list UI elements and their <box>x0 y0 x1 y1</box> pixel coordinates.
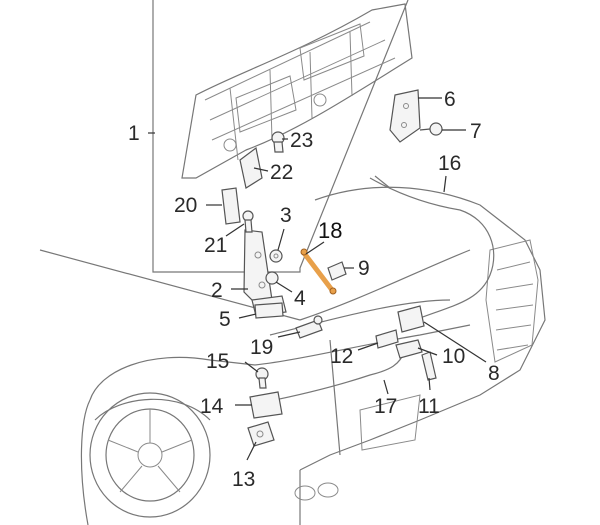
pin-19 <box>295 315 323 339</box>
bracket-6 <box>389 89 421 143</box>
label-part-16: 16 <box>438 152 461 175</box>
latch-plate-10 <box>395 339 423 359</box>
label-part-5: 5 <box>219 308 231 331</box>
bracket-14 <box>249 391 283 419</box>
bolt-4 <box>265 271 279 285</box>
bolt-7 <box>419 122 443 136</box>
label-part-20: 20 <box>174 194 197 217</box>
label-part-13: 13 <box>232 468 255 491</box>
hinge-bracket-20 <box>221 187 241 225</box>
nut-3 <box>269 249 283 263</box>
bolt-23 <box>271 131 285 153</box>
label-part-11: 11 <box>418 395 440 418</box>
label-part-22: 22 <box>270 161 293 184</box>
plug-9 <box>327 261 347 281</box>
label-part-12: 12 <box>330 345 353 368</box>
label-part-21: 21 <box>204 234 227 257</box>
bolt-21 <box>242 210 254 233</box>
label-part-19: 19 <box>250 336 273 359</box>
label-part-15: 15 <box>206 350 229 373</box>
bracket-11 <box>421 351 437 381</box>
clip-5 <box>254 302 284 319</box>
leader-lines <box>148 97 487 461</box>
latch-8 <box>397 305 425 333</box>
bolt-15 <box>255 367 269 389</box>
part-labels: 1 2 3 4 5 6 7 8 9 10 11 12 13 14 15 16 1… <box>128 88 500 491</box>
label-part-8: 8 <box>488 362 500 385</box>
label-part-9: 9 <box>358 257 370 280</box>
label-part-2: 2 <box>211 279 223 302</box>
car-body <box>39 186 546 525</box>
label-part-10: 10 <box>442 345 465 368</box>
striker-12 <box>375 329 399 349</box>
label-part-6: 6 <box>444 88 456 111</box>
label-part-14: 14 <box>200 395 224 418</box>
label-part-4: 4 <box>294 287 306 310</box>
release-cable-16 <box>369 175 495 319</box>
gas-strut-18 <box>300 248 337 295</box>
bracket-22 <box>239 146 263 189</box>
label-part-1: 1 <box>128 122 140 145</box>
release-cable-17 <box>264 349 406 403</box>
lock-13 <box>247 421 275 447</box>
hood-panel-box <box>152 0 409 273</box>
label-part-23: 23 <box>290 129 313 152</box>
label-part-17: 17 <box>374 395 397 418</box>
label-part-3: 3 <box>280 204 292 227</box>
label-part-18: 18 <box>318 218 342 243</box>
hood-inner-panel <box>181 3 413 179</box>
label-part-7: 7 <box>470 120 482 143</box>
